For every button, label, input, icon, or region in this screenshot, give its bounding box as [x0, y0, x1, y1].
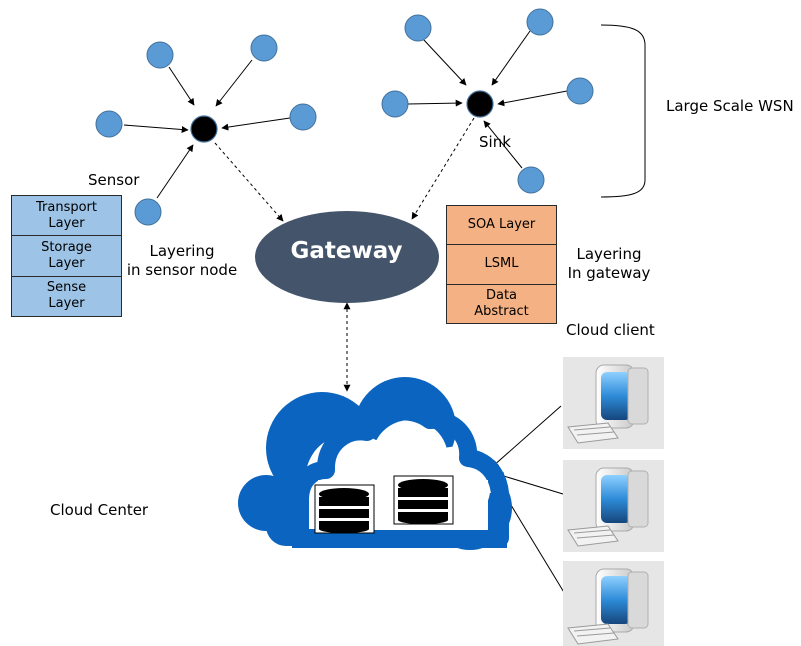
database-icon [393, 475, 454, 525]
sense-layer: Sense Layer [12, 276, 121, 316]
cloud-outline [291, 402, 510, 547]
gateway-layer-stack: SOA Layer LSML Data Abstract [446, 205, 557, 324]
transport-layer: Transport Layer [12, 196, 121, 237]
client-computer-3 [563, 561, 664, 646]
desktop-computer-icon [567, 467, 649, 547]
sensor-node-icon [526, 8, 554, 36]
wsn-bracket [600, 24, 646, 198]
client-computer-2 [563, 460, 664, 552]
sensor-label: Sensor [88, 171, 140, 189]
cloud-center-label: Cloud Center [50, 501, 149, 519]
client-computer-1 [563, 357, 664, 449]
right-cluster [381, 8, 594, 194]
sensor-node-icon [95, 110, 123, 138]
sensor-node-icon [146, 41, 174, 69]
soa-layer: SOA Layer [447, 206, 556, 246]
sensor-node-icon [566, 77, 594, 105]
cluster-head-icon [190, 115, 218, 143]
sensor-node-icon [250, 34, 278, 62]
sensor-node-icon [404, 14, 432, 42]
right-cluster-links [407, 30, 568, 169]
layering-sensor-node-label: Layering in sensor node [126, 242, 238, 279]
cluster-head-icon [466, 90, 494, 118]
database-icon [314, 484, 375, 534]
storage-layer: Storage Layer [12, 236, 121, 277]
sensor-node-icon [517, 166, 545, 194]
gateway-node [255, 211, 439, 303]
sensor-node-icon [381, 90, 409, 118]
desktop-computer-icon [567, 364, 649, 444]
sink-label: Sink [479, 133, 511, 151]
left-cluster-links [123, 59, 291, 199]
desktop-computer-icon [567, 568, 649, 645]
left-cluster [95, 34, 317, 226]
sensor-node-icon [134, 198, 162, 226]
gateway-label: Gateway [290, 238, 403, 264]
layering-gateway-label: Layering In gateway [567, 245, 651, 282]
gateway-links [214, 117, 475, 392]
sensor-node-icon [289, 103, 317, 131]
data-abstract-layer: Data Abstract [447, 284, 556, 323]
sensor-layer-stack: Transport Layer Storage Layer Sense Laye… [11, 195, 122, 317]
lsml-layer: LSML [447, 245, 556, 285]
large-scale-wsn-label: Large Scale WSN [666, 97, 794, 115]
cloud-client-label: Cloud client [566, 321, 655, 339]
